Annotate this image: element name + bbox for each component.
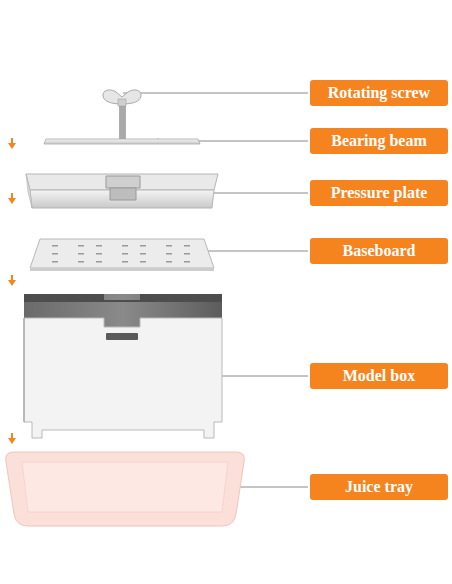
label-box: Juice tray: [310, 474, 448, 500]
rotating-screw: [103, 90, 141, 143]
juice-tray: [6, 452, 245, 526]
part-name: Model box: [343, 367, 415, 385]
bearing-beam: [44, 139, 200, 144]
part-name: Pressure plate: [331, 184, 428, 202]
label-box: Bearing beam: [310, 128, 448, 154]
label-box: Pressure plate: [310, 180, 448, 206]
label-box: Rotating screw: [310, 80, 448, 106]
baseboard: [30, 239, 214, 271]
label-box: Model box: [310, 363, 448, 389]
part-name: Baseboard: [343, 242, 416, 260]
model-box: [24, 294, 222, 438]
step-arrows: [8, 138, 16, 444]
part-name: Rotating screw: [328, 84, 430, 102]
label-box: Baseboard: [310, 238, 448, 264]
part-name: Bearing beam: [331, 132, 427, 150]
part-name: Juice tray: [345, 478, 413, 496]
pressure-plate: [26, 174, 218, 208]
